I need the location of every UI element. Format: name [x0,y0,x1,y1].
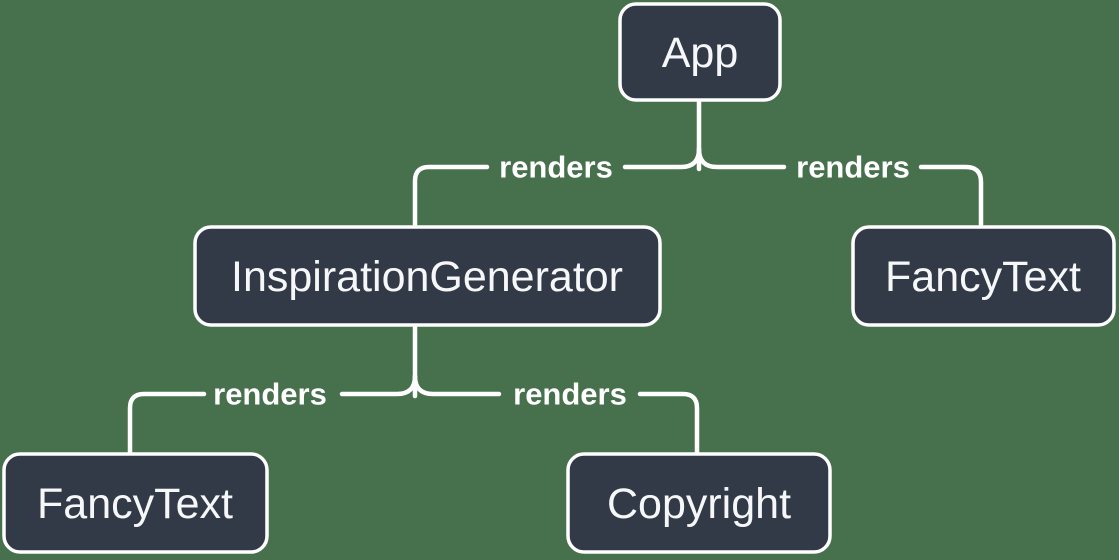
edge-label-renders-upper-left: renders [499,150,613,185]
node-fancy-text-top-right-label: FancyText [885,253,1081,301]
edge-app-to-fancytext [918,164,984,231]
edge-lines [127,97,984,458]
edge-inspiration-to-copyright [637,391,700,458]
edge-app-to-inspiration [412,164,490,231]
node-copyright: Copyright [566,452,832,554]
node-fancy-text-bottom-left-box [2,452,269,554]
node-fancy-text-top-right: FancyText [851,225,1116,327]
node-copyright-label: Copyright [607,480,791,528]
node-inspiration-generator: InspirationGenerator [193,225,662,327]
edge-label-renders-upper-right: renders [796,150,910,185]
edge-app-fork-right [696,146,787,170]
node-app: App [618,2,782,102]
node-app-label: App [662,29,739,77]
node-app-box [618,2,782,102]
node-inspiration-generator-box [193,225,662,327]
edge-inspiration-fork-right [412,373,502,397]
node-fancy-text-bottom-left: FancyText [2,452,269,554]
node-fancy-text-top-right-box [851,225,1116,327]
node-copyright-box [566,452,832,554]
node-inspiration-generator-label: InspirationGenerator [231,253,623,301]
edge-inspiration-to-fancytext [127,391,207,458]
edge-label-renders-lower-right: renders [513,377,627,412]
edge-label-renders-lower-left: renders [213,377,327,412]
node-fancy-text-bottom-left-label: FancyText [37,480,233,528]
